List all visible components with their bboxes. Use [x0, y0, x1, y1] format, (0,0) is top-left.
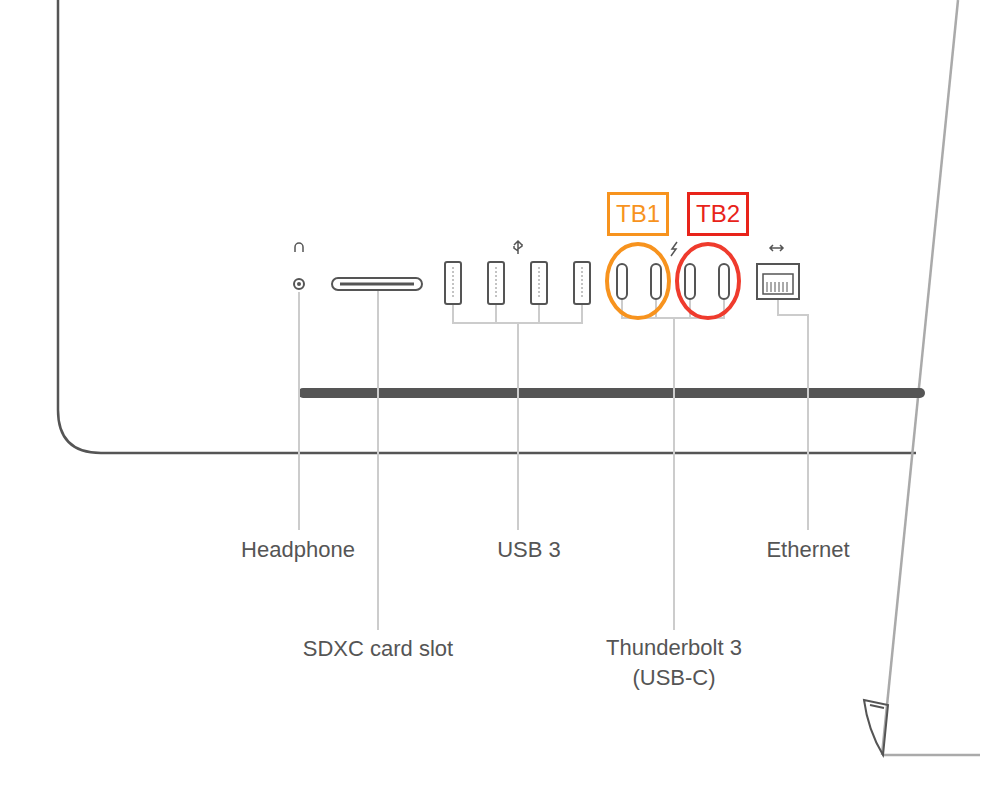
usb-ports — [445, 262, 590, 304]
leader-bracket — [453, 304, 582, 530]
headphone-icon — [295, 243, 303, 252]
usb-icon — [514, 241, 522, 254]
port-label: SDXC card slot — [258, 634, 498, 664]
port-tag: TB2 — [687, 192, 749, 236]
ethernet-pins — [767, 282, 787, 292]
housing-outline — [58, 0, 916, 453]
usb-contacts — [453, 267, 582, 299]
usb-port — [531, 262, 547, 304]
stand-foot — [864, 700, 888, 755]
thunderbolt-icon — [671, 242, 677, 256]
usbc-port — [651, 264, 661, 299]
housing-edge — [882, 0, 958, 755]
ethernet-opening — [763, 274, 793, 294]
port-tag-text: TB2 — [696, 200, 740, 228]
leader-lines — [299, 291, 808, 630]
port-label: Ethernet — [718, 535, 898, 565]
headphone-jack-hole — [297, 282, 301, 286]
leader-line — [778, 300, 808, 530]
ethernet-icon — [770, 245, 783, 251]
usbc-port — [685, 264, 695, 299]
leader-line — [377, 291, 379, 630]
stand-base — [882, 754, 980, 757]
highlight-circle — [607, 244, 669, 318]
usbc-port — [719, 264, 729, 299]
usb-port — [574, 262, 590, 304]
leader-bracket — [622, 300, 724, 630]
usb-port — [488, 262, 504, 304]
usb-port — [445, 262, 461, 304]
highlight-circle — [677, 244, 739, 318]
usbc-port — [617, 264, 627, 299]
leader-line — [298, 292, 300, 530]
port-tag: TB1 — [607, 192, 669, 236]
port-label: Thunderbolt 3 (USB-C) — [579, 633, 769, 693]
port-label: Headphone — [198, 535, 398, 565]
sd-slot-opening — [340, 283, 414, 286]
headphone-jack — [294, 279, 304, 289]
port-tag-text: TB1 — [616, 200, 660, 228]
port-label: USB 3 — [429, 535, 629, 565]
vent-bar — [303, 388, 920, 398]
housing — [58, 0, 980, 755]
ethernet-port — [757, 264, 799, 299]
sd-slot — [332, 278, 422, 290]
thunderbolt-ports — [617, 264, 729, 299]
ports — [294, 262, 799, 304]
ethernet-jack — [757, 264, 799, 299]
